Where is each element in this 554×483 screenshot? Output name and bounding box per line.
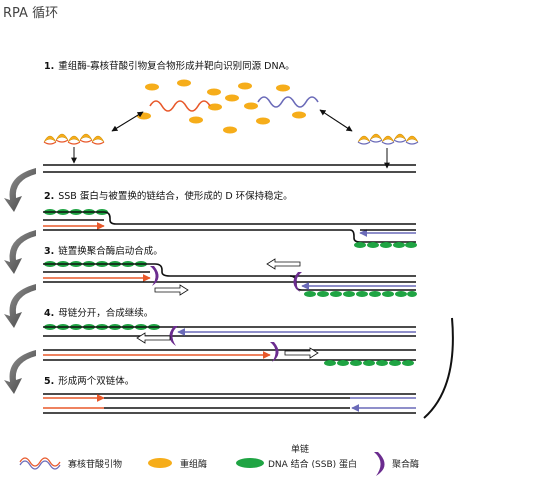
complex-right (357, 133, 419, 145)
polymerase-icon (270, 342, 279, 362)
step-4-illustration (43, 324, 416, 366)
step-2-label: 2.SSB 蛋白与被置换的链结合，使形成的 D 环保持稳定。 (44, 190, 293, 202)
polymerase-icon (293, 272, 302, 292)
step-1-label: 1.重组酶-寡核苷酸引物复合物形成并靶向识别同源 DNA。 (44, 60, 295, 72)
svg-text:4.母链分开，合成继续。: 4.母链分开，合成继续。 (44, 307, 153, 319)
step-5-label: 5.形成两个双链体。 (44, 375, 134, 387)
complex-left (43, 133, 105, 145)
step-2-illustration (43, 209, 417, 248)
free-primer-blue (257, 96, 319, 108)
curved-cycle-arrow (4, 168, 36, 394)
hollow-double-arrow (154, 258, 301, 296)
svg-text:5.形成两个双链体。: 5.形成两个双链体。 (44, 375, 134, 387)
legend-recombinase-icon (148, 458, 172, 468)
polymerase-icon (150, 266, 159, 286)
legend: 寡核苷酸引物 重组酶 单链 DNA 结合 (SSB) 蛋白 聚合酶 (19, 443, 419, 476)
legend-polymerase-icon (374, 452, 385, 476)
page-title: RPA 循环 (3, 6, 59, 21)
return-curve (423, 317, 454, 419)
step-1-illustration (43, 79, 419, 173)
legend-primer-label: 寡核苷酸引物 (68, 458, 122, 470)
polymerase-icon (169, 326, 178, 346)
step-3-label: 3.链置换聚合酶启动合成。 (44, 245, 163, 257)
legend-primer-icon (19, 457, 61, 467)
legend-recombinase-label: 重组酶 (180, 458, 207, 470)
legend-ssb-icon (236, 458, 264, 468)
legend-polymerase-label: 聚合酶 (392, 458, 419, 470)
svg-text:3.链置换聚合酶启动合成。: 3.链置换聚合酶启动合成。 (44, 245, 163, 257)
free-primer-red (149, 100, 211, 112)
svg-text:1.重组酶-寡核苷酸引物复合物形成并靶向识别同源 DNA。: 1.重组酶-寡核苷酸引物复合物形成并靶向识别同源 DNA。 (44, 60, 295, 72)
recombinase-cluster (137, 79, 306, 134)
step-5-illustration (43, 393, 416, 414)
svg-text:2.SSB 蛋白与被置换的链结合，使形成的 D 环保持稳定。: 2.SSB 蛋白与被置换的链结合，使形成的 D 环保持稳定。 (44, 190, 293, 202)
legend-ssb-label-line2: DNA 结合 (SSB) 蛋白 (268, 458, 357, 470)
step-4-label: 4.母链分开，合成继续。 (44, 307, 153, 319)
step-3-illustration (43, 258, 417, 297)
legend-ssb-label-line1: 单链 (291, 443, 309, 455)
